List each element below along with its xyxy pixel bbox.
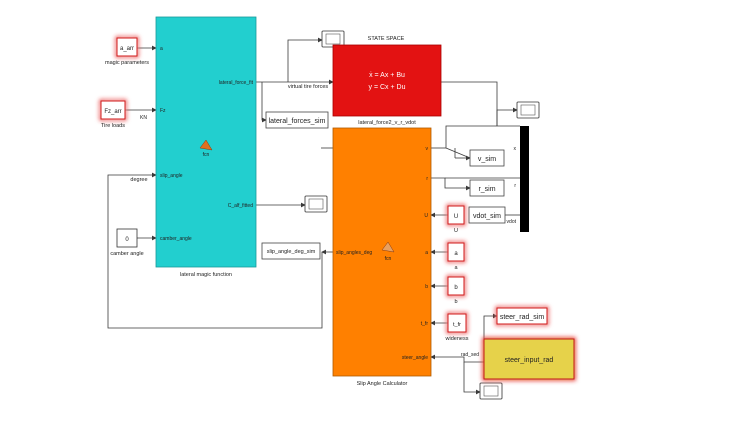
scope-steer[interactable] — [479, 382, 503, 400]
const-a-arr-value: a_arr — [120, 46, 134, 52]
const-zero-value: 0 — [125, 237, 129, 243]
rad-sed-label: rad_sed — [461, 352, 479, 358]
sink-lateral-forces-sim[interactable]: lateral_forces_sim — [265, 111, 329, 129]
slip-in-b: b — [425, 284, 428, 290]
const-a-caption: a — [454, 265, 458, 271]
const-a-value: a — [454, 251, 458, 257]
scope-calf[interactable] — [304, 195, 328, 213]
state-space-caption: lateral_force2_v_r_vdot — [358, 120, 416, 126]
slip-out-angles: slip_angles_deg — [336, 250, 372, 256]
const-u-caption: U — [454, 228, 458, 234]
sink-r-sim-label: r_sim — [478, 186, 495, 193]
const-tfr-caption: wideness — [445, 336, 469, 342]
mux-vdot-label: vdot — [507, 219, 517, 225]
state-space-block[interactable]: STATE SPACE ẋ = Ax + Bu y = Cx + Du late… — [332, 36, 442, 126]
lateral-magic-function-block[interactable]: a Fz slip_angle camber_angle lateral_for… — [155, 16, 257, 278]
slip-in-v: v — [426, 146, 429, 152]
scope-right[interactable] — [516, 101, 540, 119]
const-tfr[interactable]: t_fr wideness — [445, 312, 469, 342]
steer-input-rad-block[interactable]: steer_input_rad — [482, 337, 576, 381]
magic-in-slip: slip_angle — [160, 173, 183, 179]
const-zero-caption: camber angle — [110, 251, 143, 257]
const-a[interactable]: a a — [446, 241, 466, 271]
const-b-value: b — [454, 285, 458, 291]
virtual-tire-forces-label: virtual tire forces — [288, 84, 329, 90]
magic-caption: lateral magic function — [180, 272, 232, 278]
slip-angle-calculator-block[interactable]: v r U a b t_fr steer_angle slip_angles_d… — [332, 127, 432, 387]
mux-r-label: r — [514, 183, 516, 189]
state-space-eq2: y = Cx + Du — [369, 84, 406, 91]
magic-in-fz: Fz — [160, 108, 166, 114]
mux-x-label: x — [514, 146, 517, 152]
const-fz-arr-value: Fz_arr — [104, 109, 121, 115]
sink-steer-rad-sim[interactable]: steer_rad_sim — [495, 306, 549, 326]
const-b-caption: b — [454, 299, 457, 305]
const-u[interactable]: U U — [446, 204, 466, 234]
slip-in-tfr: t_fr — [421, 321, 429, 327]
demux-bar[interactable] — [520, 126, 529, 232]
slip-fcn-label: fcn — [385, 256, 392, 262]
sink-v-sim[interactable]: v_sim — [469, 149, 505, 167]
const-u-value: U — [454, 214, 458, 220]
const-fz-arr[interactable]: Fz_arr Tire loads KN — [99, 99, 147, 129]
degree-label: degree — [130, 177, 147, 183]
slip-in-a: a — [425, 250, 428, 256]
const-a-arr[interactable]: a_arr magic parameters — [105, 36, 149, 66]
const-a-arr-caption: magic parameters — [105, 60, 149, 66]
state-space-eq1: ẋ = Ax + Bu — [369, 72, 405, 79]
sink-vdot-sim-label: vdot_sim — [473, 213, 501, 220]
matlab-function-icon — [381, 241, 395, 253]
magic-in-camber: camber_angle — [160, 236, 192, 242]
magic-fcn-label: fcn — [203, 152, 210, 158]
slip-caption: Slip Angle Calculator — [357, 381, 408, 387]
const-fz-arr-caption: Tire loads — [101, 123, 125, 129]
slip-in-u: U — [424, 213, 428, 219]
signal-wires — [107, 37, 520, 395]
sink-slip-angle-deg-sim-label: slip_angle_deg_sim — [267, 249, 316, 255]
sink-vdot-sim[interactable]: vdot_sim — [468, 206, 506, 224]
slip-in-r: r — [426, 176, 428, 182]
magic-out-lateral: lateral_force_fit — [219, 80, 254, 86]
magic-in-a: a — [160, 46, 163, 52]
magic-out-c: C_alf_fitted — [228, 203, 254, 209]
steer-input-rad-label: steer_input_rad — [505, 357, 554, 364]
matlab-function-icon — [199, 139, 213, 151]
sink-slip-angle-deg-sim[interactable]: slip_angle_deg_sim — [261, 242, 321, 260]
const-tfr-value: t_fr — [453, 322, 461, 328]
slip-in-steer: steer_angle — [402, 355, 428, 361]
kn-unit-label: KN — [140, 115, 147, 121]
sink-steer-rad-sim-label: steer_rad_sim — [500, 314, 545, 321]
sink-r-sim[interactable]: r_sim — [469, 179, 505, 197]
sink-lateral-forces-sim-label: lateral_forces_sim — [269, 118, 326, 125]
sink-v-sim-label: v_sim — [478, 156, 496, 163]
const-b[interactable]: b b — [446, 275, 466, 305]
state-space-top-label: STATE SPACE — [368, 36, 405, 42]
const-zero[interactable]: 0 camber angle — [110, 228, 144, 257]
